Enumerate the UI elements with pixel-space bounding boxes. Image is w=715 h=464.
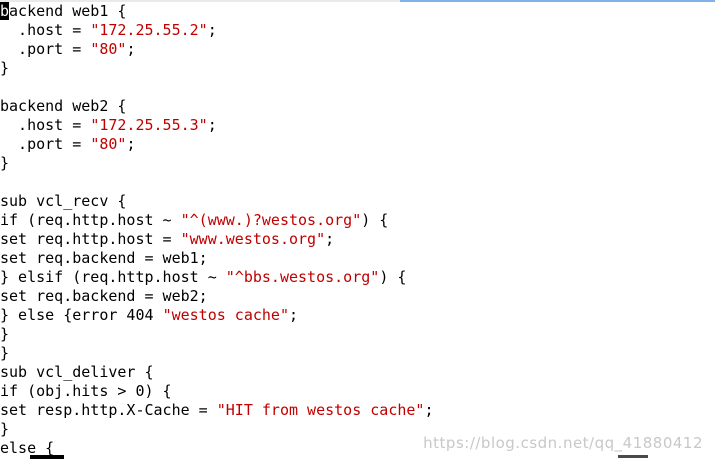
code-line[interactable]	[0, 173, 434, 192]
code-line[interactable]: else {	[0, 439, 434, 458]
code-line[interactable]: if (obj.hits > 0) {	[0, 382, 434, 401]
code-line[interactable]: sub vcl_recv {	[0, 192, 434, 211]
code-line[interactable]: .host = "172.25.55.2";	[0, 21, 434, 40]
code-token: ;	[424, 401, 434, 419]
code-token: ;	[207, 116, 217, 134]
code-line[interactable]: sub vcl_deliver {	[0, 363, 434, 382]
string-literal: "172.25.55.2"	[90, 21, 208, 39]
code-token: backend web2 {	[0, 97, 127, 115]
string-literal: "HIT from westos cache"	[216, 401, 425, 419]
code-line[interactable]: }	[0, 344, 434, 363]
code-line[interactable]: .port = "80";	[0, 135, 434, 154]
code-token: }	[0, 420, 10, 438]
top-edge-right	[400, 0, 715, 2]
code-line[interactable]: }	[0, 420, 434, 439]
code-token: ;	[289, 306, 299, 324]
code-token: } elsif (req.http.host ~	[0, 268, 226, 286]
code-line[interactable]: set resp.http.X-Cache = "HIT from westos…	[0, 401, 434, 420]
code-token: else {	[0, 439, 55, 457]
text-cursor: b	[0, 2, 10, 20]
code-token: if (obj.hits > 0) {	[0, 382, 172, 400]
code-token: ;	[325, 230, 335, 248]
code-token: }	[0, 325, 10, 343]
code-token: sub vcl_recv {	[0, 192, 127, 210]
code-line[interactable]: set req.backend = web1;	[0, 249, 434, 268]
code-token: }	[0, 344, 10, 362]
code-token: set req.http.host =	[0, 230, 181, 248]
code-token: ) {	[379, 268, 407, 286]
code-line[interactable]: set req.http.host = "www.westos.org";	[0, 230, 434, 249]
code-line[interactable]	[0, 78, 434, 97]
code-line[interactable]: }	[0, 154, 434, 173]
string-literal: "westos cache"	[162, 306, 289, 324]
code-token: }	[0, 154, 10, 172]
code-token: if (req.http.host ~	[0, 211, 181, 229]
window-top-edge	[0, 0, 715, 3]
status-position-fragment	[618, 455, 648, 458]
code-token: .host =	[0, 116, 91, 134]
code-token: ) {	[361, 211, 389, 229]
code-token: ;	[207, 21, 217, 39]
code-line[interactable]: }	[0, 59, 434, 78]
code-token: set req.backend = web1;	[0, 249, 208, 267]
code-editor[interactable]: backend web1 { .host = "172.25.55.2"; .p…	[0, 2, 434, 458]
code-line[interactable]: set req.backend = web2;	[0, 287, 434, 306]
code-token: ;	[126, 40, 136, 58]
code-token: sub vcl_deliver {	[0, 363, 154, 381]
code-line[interactable]: .host = "172.25.55.3";	[0, 116, 434, 135]
status-line	[0, 455, 715, 464]
code-token: .port =	[0, 40, 91, 58]
code-token: }	[0, 59, 10, 77]
code-token: set req.backend = web2;	[0, 287, 208, 305]
code-token: ;	[126, 135, 136, 153]
code-token: } else {error 404	[0, 306, 163, 324]
string-literal: "^(www.)?westos.org"	[180, 211, 362, 229]
code-token: .host =	[0, 21, 91, 39]
code-line[interactable]: backend web1 {	[0, 2, 434, 21]
code-token: .port =	[0, 135, 91, 153]
code-line[interactable]: backend web2 {	[0, 97, 434, 116]
string-literal: "^bbs.westos.org"	[225, 268, 380, 286]
code-line[interactable]: } elsif (req.http.host ~ "^bbs.westos.or…	[0, 268, 434, 287]
code-line[interactable]: } else {error 404 "westos cache";	[0, 306, 434, 325]
string-literal: "172.25.55.3"	[90, 116, 208, 134]
code-token: set resp.http.X-Cache =	[0, 401, 217, 419]
code-line[interactable]: }	[0, 325, 434, 344]
code-token: ackend web1 {	[9, 2, 127, 20]
status-mode-fragment	[30, 455, 64, 459]
top-edge-left	[0, 0, 400, 2]
string-literal: "www.westos.org"	[180, 230, 326, 248]
code-line[interactable]: if (req.http.host ~ "^(www.)?westos.org"…	[0, 211, 434, 230]
watermark-text: https://blog.csdn.net/qq_41880412	[423, 434, 703, 452]
string-literal: "80"	[90, 135, 127, 153]
string-literal: "80"	[90, 40, 127, 58]
code-line[interactable]: .port = "80";	[0, 40, 434, 59]
